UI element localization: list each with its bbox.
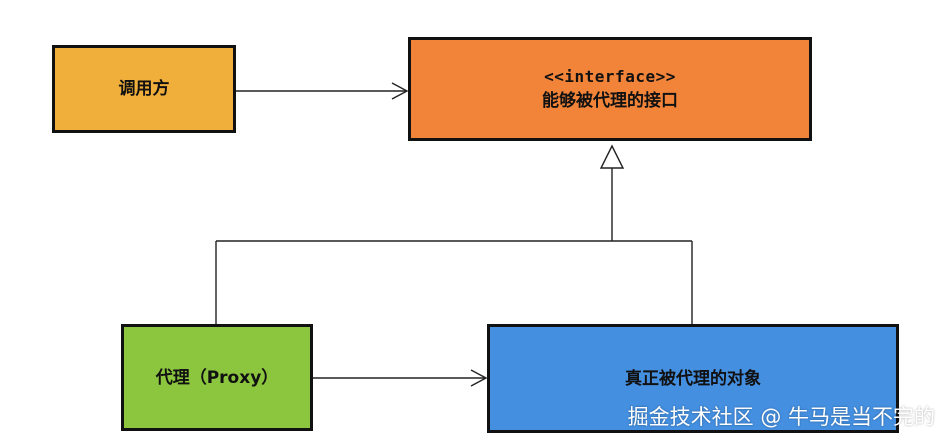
interface-node: <<interface>> 能够被代理的接口	[408, 37, 812, 141]
edge-proxy-to-real-subject	[313, 369, 488, 387]
interface-stereotype: <<interface>>	[544, 67, 676, 86]
real-subject-node: 真正被代理的对象	[487, 324, 899, 433]
edge-caller-to-interface	[236, 82, 409, 100]
proxy-node: 代理（Proxy）	[121, 324, 313, 431]
edge-realization-to-interface	[215, 144, 693, 324]
caller-node: 调用方	[52, 45, 236, 133]
proxy-label: 代理（Proxy）	[155, 367, 279, 388]
real-subject-label: 真正被代理的对象	[625, 368, 761, 389]
caller-label: 调用方	[118, 79, 170, 99]
realization-triangle-head	[599, 144, 625, 169]
watermark: 掘金技术社区 @ 牛马是当不完的	[627, 405, 935, 429]
interface-label: 能够被代理的接口	[542, 91, 678, 111]
